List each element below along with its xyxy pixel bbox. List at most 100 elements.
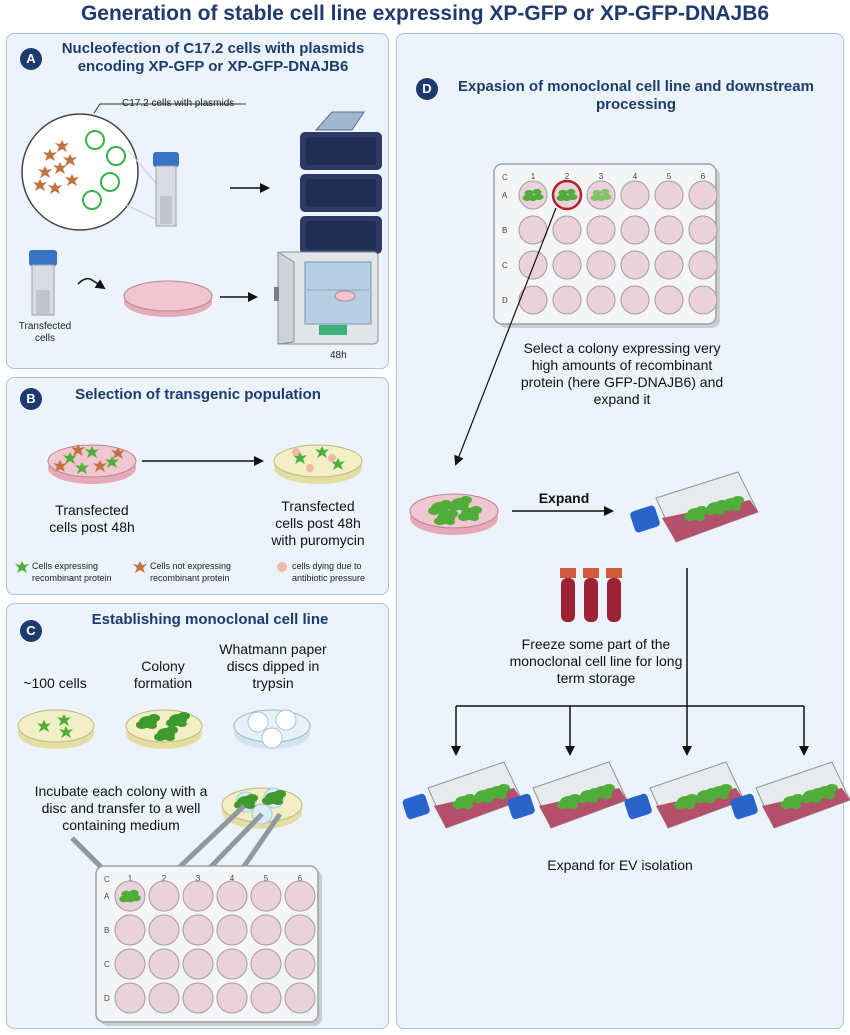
well-colony [131, 894, 141, 902]
plate-well [654, 250, 684, 280]
dish-puromycin [273, 444, 363, 484]
freeze-line2: monoclonal cell line for long [509, 653, 683, 669]
flask-ev-1 [402, 761, 523, 829]
plate-well [688, 180, 718, 210]
plate-well [114, 948, 146, 980]
panel-d-title-line1: Expasion of monoclonal cell line and dow… [458, 78, 814, 95]
legend-dying-line2: antibiotic pressure [292, 573, 366, 583]
plate-well [688, 250, 718, 280]
plate-well [114, 982, 146, 1014]
plate-well [250, 982, 282, 1014]
incubate-line3: containing medium [62, 817, 180, 833]
dish-b-left-line2: cells post 48h [49, 519, 135, 535]
dish-c3-label: Whatmann paper discs dipped in trypsin [208, 641, 338, 692]
plate-col-label: 6 [298, 874, 303, 883]
dish-transfected [47, 444, 137, 484]
panel-a-title-line2: encoding XP-GFP or XP-GFP-DNAJB6 [77, 58, 349, 75]
plate-well [518, 285, 548, 315]
plate-well [250, 914, 282, 946]
well-colony [121, 890, 131, 898]
dish-c3-line1: Whatmann paper [219, 641, 327, 657]
dish-100-cells [17, 709, 95, 749]
transfected-cuvette [29, 250, 57, 316]
badge-b: B [20, 388, 42, 410]
legend-item-dying: cells dying due to antibiotic pressure [292, 560, 365, 584]
legend-not-expressing-line1: Cells not expressing [150, 561, 232, 571]
plate-row-label: C [104, 960, 110, 969]
plate-well [586, 250, 616, 280]
well-colony [592, 189, 602, 197]
well-colony [558, 189, 568, 197]
freeze-tubes [560, 568, 622, 622]
panel-b-title: Selection of transgenic population [75, 386, 321, 403]
plate-well [654, 215, 684, 245]
panel-d-title-line2: processing [595, 96, 677, 113]
plate-col-label: 2 [162, 874, 167, 883]
plate-well [620, 215, 650, 245]
dish-b-left-line1: Transfected [55, 502, 129, 518]
plate-well [250, 880, 282, 912]
plate-well [586, 285, 616, 315]
plate-corner-label: C [104, 875, 110, 884]
panel-a-title-line1: Nucleofection of C17.2 cells with plasmi… [61, 40, 365, 57]
well-colony [522, 194, 532, 202]
legend-dying-line1: cells dying due to [292, 561, 362, 571]
dish-c3-line2: discs dipped in [226, 658, 320, 674]
legend-item-expressing: Cells expressing recombinant protein [32, 560, 112, 584]
well-colony [556, 194, 566, 202]
expand-label: Expand [538, 490, 590, 506]
plate-col-label: 4 [230, 874, 235, 883]
plate-well [620, 180, 650, 210]
badge-c: C [20, 620, 42, 642]
legend-item-not-expressing: Cells not expressing recombinant protein [150, 560, 231, 584]
well-colony [524, 189, 534, 197]
plate-well [654, 285, 684, 315]
plate-well [688, 285, 718, 315]
dish-c3-line3: trypsin [252, 675, 294, 691]
plate-well [182, 914, 214, 946]
plate-row-label: A [104, 892, 110, 901]
legend-brown-cell-icon [133, 561, 147, 573]
transfected-cells-line1: Transfected [18, 321, 72, 332]
legend-dying-cell-icon [277, 562, 287, 572]
dish-c2-line2: formation [133, 675, 193, 691]
plate-well [114, 914, 146, 946]
dish-b-right-label: Transfected cells post 48h with puromyci… [246, 498, 390, 549]
badge-d: D [416, 78, 438, 100]
legend-expressing-line2: recombinant protein [32, 573, 112, 583]
plate-col-label: 4 [633, 172, 638, 181]
plate-col-label: 3 [196, 874, 201, 883]
plate-col-label: 6 [701, 172, 706, 181]
plate-row-label: D [104, 994, 110, 1003]
petri-dish-pink [123, 280, 213, 317]
select-line1: Select a colony expressing very [523, 340, 721, 356]
plate-well [586, 215, 616, 245]
plate-row-label: A [502, 191, 508, 200]
incubate-line2: disc and transfer to a well [41, 800, 201, 816]
plate-well [552, 215, 582, 245]
plate-well [620, 250, 650, 280]
plate-well [216, 914, 248, 946]
plate-col-label: 1 [531, 172, 536, 181]
select-line4: expand it [593, 391, 651, 407]
plate-well [216, 948, 248, 980]
well-colony [532, 188, 542, 196]
incubate-instructions: Incubate each colony with a disc and tra… [16, 783, 226, 834]
flask-ev-3 [624, 761, 745, 829]
panel-d-title: Expasion of monoclonal cell line and dow… [446, 78, 826, 114]
plate-row-label: B [104, 926, 109, 935]
select-colony-text: Select a colony expressing very high amo… [492, 340, 752, 408]
time-48h-label: 48h [330, 350, 347, 361]
panel-b [6, 377, 389, 595]
well-colony [119, 895, 129, 903]
legend-expressing-line1: Cells expressing [32, 561, 99, 571]
plate-row-label: C [502, 261, 508, 270]
plate-well [216, 982, 248, 1014]
plate-col-label: 5 [667, 172, 672, 181]
ev-isolation-label: Expand for EV isolation [547, 857, 693, 873]
plate-well [216, 880, 248, 912]
plate-well [518, 250, 548, 280]
select-line2: high amounts of recombinant [531, 357, 713, 373]
plate-well [182, 880, 214, 912]
plate-well [518, 215, 548, 245]
